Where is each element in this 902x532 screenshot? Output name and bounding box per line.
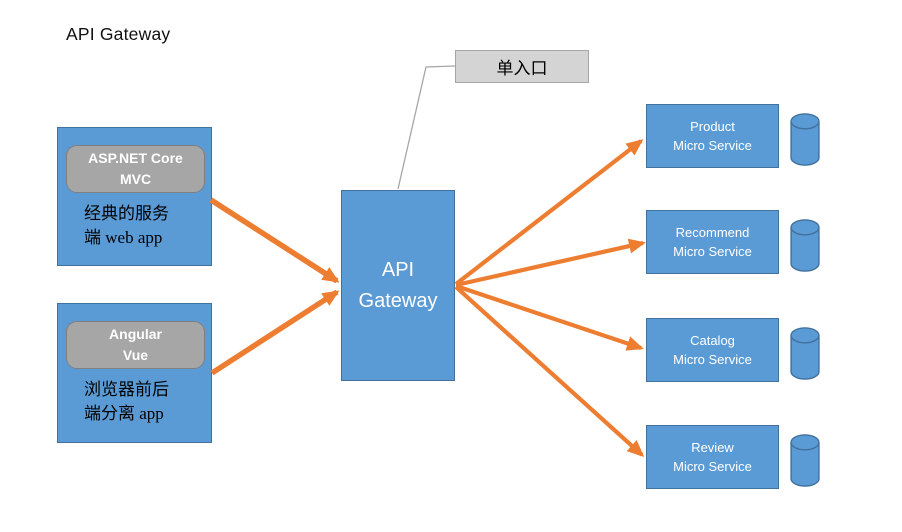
callout-connector-line [397, 65, 456, 190]
service-label-line2: Micro Service [673, 244, 752, 259]
database-cylinder-icon [790, 434, 820, 487]
client-description-line1: 浏览器前后 [84, 380, 169, 399]
client-description: 经典的服务 端 web app [84, 202, 169, 250]
service-label-line2: Micro Service [673, 138, 752, 153]
service-row-product: Product Micro Service [646, 104, 824, 170]
arrow-gateway-to-recommend [455, 238, 646, 288]
callout-single-entry: 单入口 [455, 50, 589, 83]
service-row-recommend: Recommend Micro Service [646, 210, 824, 276]
page-title: API Gateway [66, 24, 171, 44]
client-description-line2: 端 web app [84, 228, 163, 247]
client-description-line2: 端分离 app [84, 404, 164, 423]
client-badge-angular: Angular Vue [66, 321, 205, 369]
client-description: 浏览器前后 端分离 app [84, 378, 169, 426]
service-row-catalog: Catalog Micro Service [646, 318, 824, 384]
client-badge-aspnet: ASP.NET Core MVC [66, 145, 205, 193]
service-node-recommend: Recommend Micro Service [646, 210, 779, 274]
database-cylinder-icon [790, 113, 820, 166]
arrow-angular-to-gateway [210, 289, 340, 376]
client-node-angular: Angular Vue 浏览器前后 端分离 app [57, 303, 212, 443]
badge-label-line1: Angular [109, 326, 162, 342]
service-row-review: Review Micro Service [646, 425, 824, 491]
service-label-line2: Micro Service [673, 352, 752, 367]
service-node-catalog: Catalog Micro Service [646, 318, 779, 382]
database-cylinder-icon [790, 327, 820, 380]
gateway-label-line2: Gateway [358, 289, 438, 312]
arrow-gateway-to-product [454, 139, 644, 286]
badge-label-line1: ASP.NET Core [88, 150, 183, 166]
service-label-line2: Micro Service [673, 459, 752, 474]
service-label-line1: Product [690, 119, 735, 134]
gateway-node: API Gateway [341, 190, 455, 381]
service-label-line1: Review [691, 440, 734, 455]
service-node-product: Product Micro Service [646, 104, 779, 168]
client-description-line1: 经典的服务 [84, 204, 169, 223]
badge-label-line2: Vue [122, 347, 149, 363]
badge-label-line2: MVC [119, 171, 152, 187]
arrow-gateway-to-review [454, 285, 645, 458]
service-node-review: Review Micro Service [646, 425, 779, 489]
service-label-line1: Recommend [675, 225, 750, 240]
arrow-gateway-to-catalog [455, 284, 644, 351]
client-node-aspnet: ASP.NET Core MVC 经典的服务 端 web app [57, 127, 212, 266]
callout-label: 单入口 [496, 59, 548, 78]
database-cylinder-icon [790, 219, 820, 272]
service-label-line1: Catalog [690, 333, 735, 348]
gateway-label-line1: API [381, 258, 415, 281]
arrow-aspnet-to-gateway [209, 197, 340, 284]
